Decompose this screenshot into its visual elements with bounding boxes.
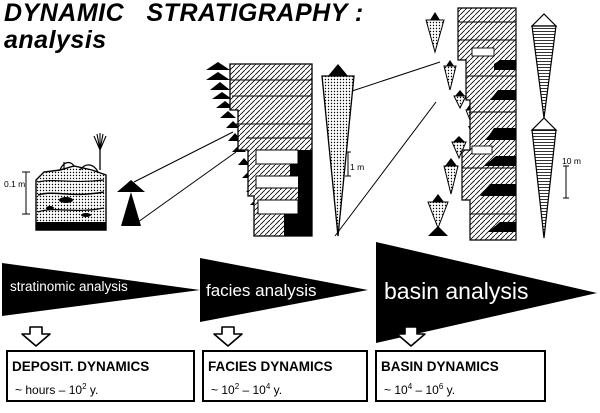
zoom-lines xyxy=(133,61,441,237)
arrow-down-icon-2 xyxy=(213,326,243,347)
facies-analysis-label: facies analysis xyxy=(206,281,317,300)
deposit-range-prefix: ~ hours – 10 xyxy=(15,383,83,397)
facies-band xyxy=(200,258,368,322)
arrow-down-icon-3 xyxy=(396,326,426,347)
outcrop-upward-arrow-icon xyxy=(117,180,145,226)
facies-log-column xyxy=(229,63,313,237)
basin-dynamics-title: BASIN DYNAMICS xyxy=(381,359,499,374)
facies-range-mid: – 10 xyxy=(239,383,266,397)
scale-label-outcrop: 0.1 m xyxy=(4,179,26,189)
basin-analysis-label: basin analysis xyxy=(384,278,529,304)
basin-dynamics-range: ~ 104 – 106 y. xyxy=(384,382,455,397)
basin-band xyxy=(376,242,597,343)
stratinomic-band xyxy=(2,263,200,316)
arrow-down-icon-1 xyxy=(21,326,51,347)
facies-dynamics-title: FACIES DYNAMICS xyxy=(208,359,333,374)
facies-range-exp: 2 xyxy=(234,382,240,391)
scale-label-basin: 10 m xyxy=(562,156,581,166)
outcrop-block xyxy=(35,161,107,231)
basin-range-exp: 4 xyxy=(407,382,413,391)
scale-label-facies: 1 m xyxy=(350,162,365,172)
facies-range-prefix: ~ 10 xyxy=(211,383,235,397)
title-line-2: analysis xyxy=(4,26,107,54)
basin-log-column xyxy=(457,7,517,241)
stratinomic-analysis-label: stratinomic analysis xyxy=(10,279,128,294)
title-line-1: DYNAMIC STRATIGRAPHY : xyxy=(4,0,364,27)
deposit-range-exp: 2 xyxy=(82,382,87,391)
facies-range-suffix: y. xyxy=(270,383,283,397)
basin-range-mid: – 10 xyxy=(412,383,439,397)
scale-bar-basin xyxy=(563,165,569,199)
facies-range-exp2: 4 xyxy=(265,382,271,391)
basin-range-prefix: ~ 10 xyxy=(384,383,408,397)
deposit-dynamics-box: DEPOSIT. DYNAMICS ~ hours – 102 y. xyxy=(6,350,195,402)
basin-cycle-triangles xyxy=(425,12,476,236)
basin-trend-triangles-icon xyxy=(530,13,558,239)
deposit-range-suffix: y. xyxy=(86,383,99,397)
facies-dynamics-box: FACIES DYNAMICS ~ 102 – 104 y. xyxy=(202,350,368,402)
scale-bar-outcrop xyxy=(22,171,30,215)
facies-dynamics-range: ~ 102 – 104 y. xyxy=(211,382,282,397)
basin-dynamics-box: BASIN DYNAMICS ~ 104 – 106 y. xyxy=(375,350,546,402)
deposit-dynamics-title: DEPOSIT. DYNAMICS xyxy=(12,359,150,374)
deposit-dynamics-range: ~ hours – 102 y. xyxy=(15,382,98,397)
basin-range-exp2: 6 xyxy=(438,382,444,391)
basin-range-suffix: y. xyxy=(443,383,456,397)
crinoid-icon xyxy=(93,133,107,170)
diagram-title: DYNAMIC STRATIGRAPHY : analysis xyxy=(4,0,364,54)
facies-trend-triangle-icon xyxy=(321,64,355,237)
